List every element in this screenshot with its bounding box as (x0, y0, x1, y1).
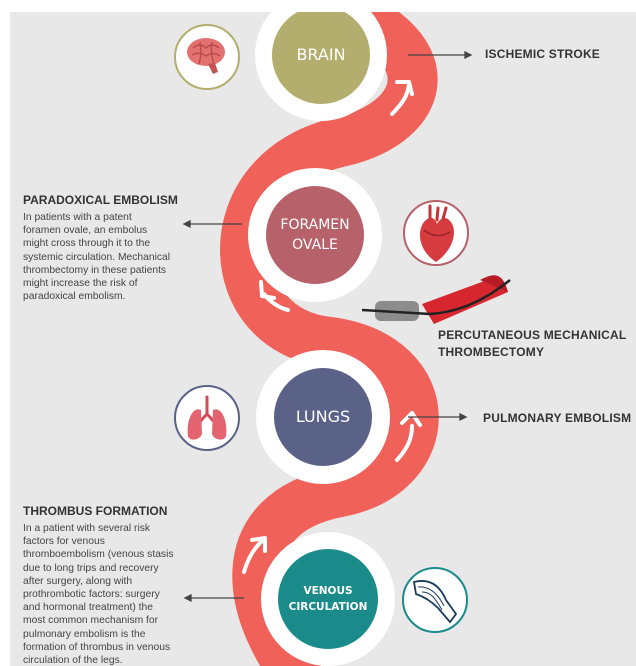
arrow-icon (242, 80, 422, 574)
foramen-node (266, 186, 364, 284)
brain-icon (174, 24, 240, 90)
venous-label-line1: VENOUS (303, 585, 353, 597)
catheter-icon (361, 275, 511, 324)
thrombectomy-label-line1: PERCUTANEOUS MECHANICAL (438, 328, 627, 342)
leg-veins-icon (402, 567, 468, 633)
heart-icon (403, 200, 469, 266)
thrombectomy-label-line2: THROMBECTOMY (438, 345, 545, 359)
thrombus-line: formation of thrombus in venous (23, 641, 171, 653)
paradoxical-line: paradoxical embolism. (23, 291, 126, 303)
thrombus-line: pulmonary embolism is the (23, 628, 146, 640)
thrombus-line: and hormonal treatment) the (23, 602, 153, 614)
thrombus-line: factors for venous (23, 536, 105, 548)
ischemic-stroke-label: ISCHEMIC STROKE (485, 47, 601, 61)
circulation-path (220, 12, 439, 666)
paradoxical-line: thrombectomy in these patients (23, 264, 167, 276)
paradoxical-line: In patients with a patent (23, 212, 132, 223)
paradoxical-embolism-title: PARADOXICAL EMBOLISM (23, 193, 178, 207)
venous-node (278, 549, 378, 649)
foramen-label-line1: FORAMEN (280, 217, 350, 233)
paradoxical-line: might increase the risk of (23, 278, 138, 290)
thrombus-line: prothrombotic factors: surgery (23, 589, 160, 601)
diagram-canvas: BRAIN FORAMEN OVALE LUNGS VENOUS CIRCULA… (10, 12, 636, 666)
brain-node (272, 12, 370, 104)
connector-lines (182, 50, 473, 603)
lungs-icon (174, 385, 240, 451)
paradoxical-line: might cross through it to the (23, 238, 151, 250)
foramen-label-line2: OVALE (292, 237, 338, 253)
brain-label: BRAIN (296, 45, 346, 64)
thrombus-line: circulation of the legs. (23, 655, 123, 666)
paradoxical-line: systemic circulation. Mechanical (23, 251, 171, 263)
thrombus-line: due to long trips and recovery (23, 562, 159, 574)
thrombus-formation-title: THROMBUS FORMATION (23, 504, 168, 518)
thrombus-line: most common mechanism for (23, 615, 159, 627)
venous-label-line2: CIRCULATION (288, 601, 368, 613)
thrombus-line: after surgery, along with (23, 575, 133, 587)
thrombus-formation-text: In a patient with several risk factors f… (23, 522, 203, 666)
pathway-art (174, 12, 511, 666)
lungs-node (274, 368, 372, 466)
paradoxical-line: foramen ovale, an embolus (23, 225, 148, 237)
pulmonary-embolism-label: PULMONARY EMBOLISM (483, 411, 632, 425)
lungs-label: LUNGS (295, 407, 351, 426)
thrombus-line: In a patient with several risk (23, 523, 151, 534)
paradoxical-embolism-text: In patients with a patent foramen ovale,… (23, 211, 198, 303)
thrombus-line: thromboembolism (venous stasis (23, 549, 174, 561)
